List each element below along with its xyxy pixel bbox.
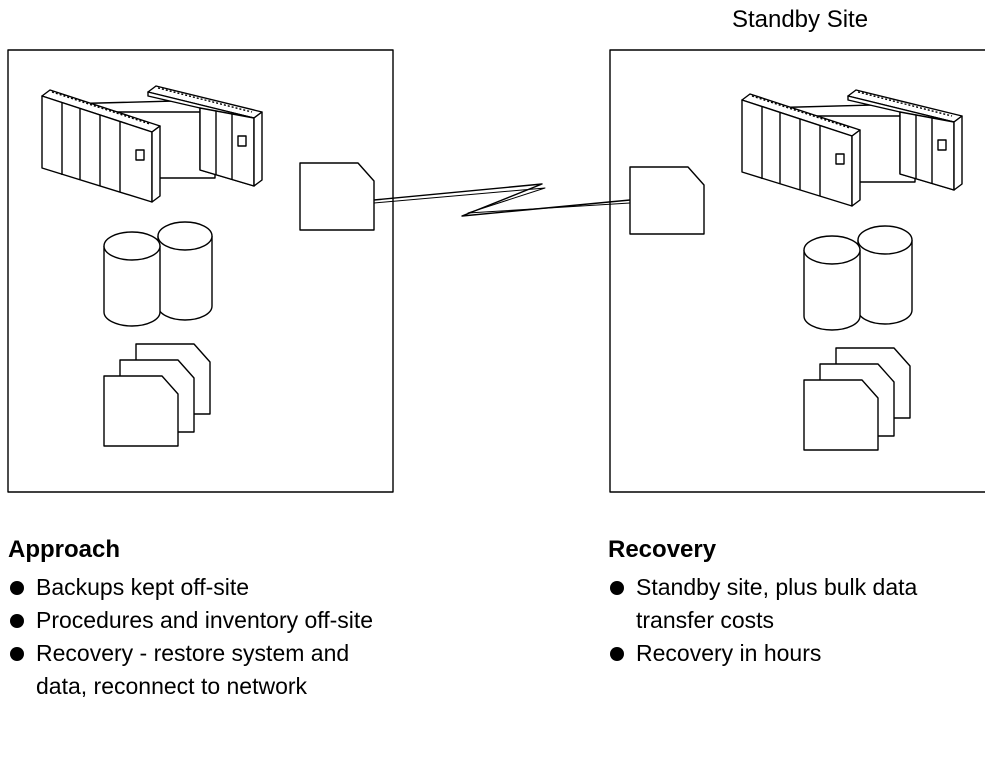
documents-icon — [803, 347, 911, 451]
approach-heading: Approach — [8, 536, 121, 563]
list-item: Recovery - restore system and data, reco… — [8, 637, 388, 703]
mainframe-server-icon — [41, 85, 263, 203]
approach-list: Backups kept off-site Procedures and inv… — [8, 571, 388, 703]
mainframe-server-icon — [741, 89, 963, 207]
documents-icon — [103, 343, 211, 447]
list-item: Standby site, plus bulk data transfer co… — [608, 571, 978, 637]
list-item: Recovery in hours — [608, 637, 978, 670]
standby-site-box — [609, 49, 985, 493]
recovery-list: Standby site, plus bulk data transfer co… — [608, 571, 978, 670]
disk-storage-icon — [803, 225, 913, 331]
communication-unit-icon — [299, 162, 375, 231]
standby-site-title: Standby Site — [731, 6, 869, 33]
list-item: Backups kept off-site — [8, 571, 388, 604]
recovery-section: Recovery Standby site, plus bulk data tr… — [608, 535, 978, 670]
disk-storage-icon — [103, 221, 213, 327]
recovery-heading: Recovery — [608, 536, 717, 563]
primary-site-box — [7, 49, 394, 493]
approach-section: Approach Backups kept off-site Procedure… — [8, 535, 388, 703]
list-item: Procedures and inventory off-site — [8, 604, 388, 637]
communication-unit-icon — [629, 166, 705, 235]
